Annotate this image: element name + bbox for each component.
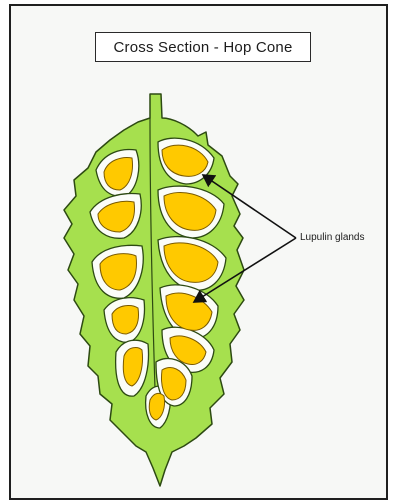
- hop-bract: [64, 94, 244, 486]
- lupulin-glands-label: Lupulin glands: [300, 232, 365, 243]
